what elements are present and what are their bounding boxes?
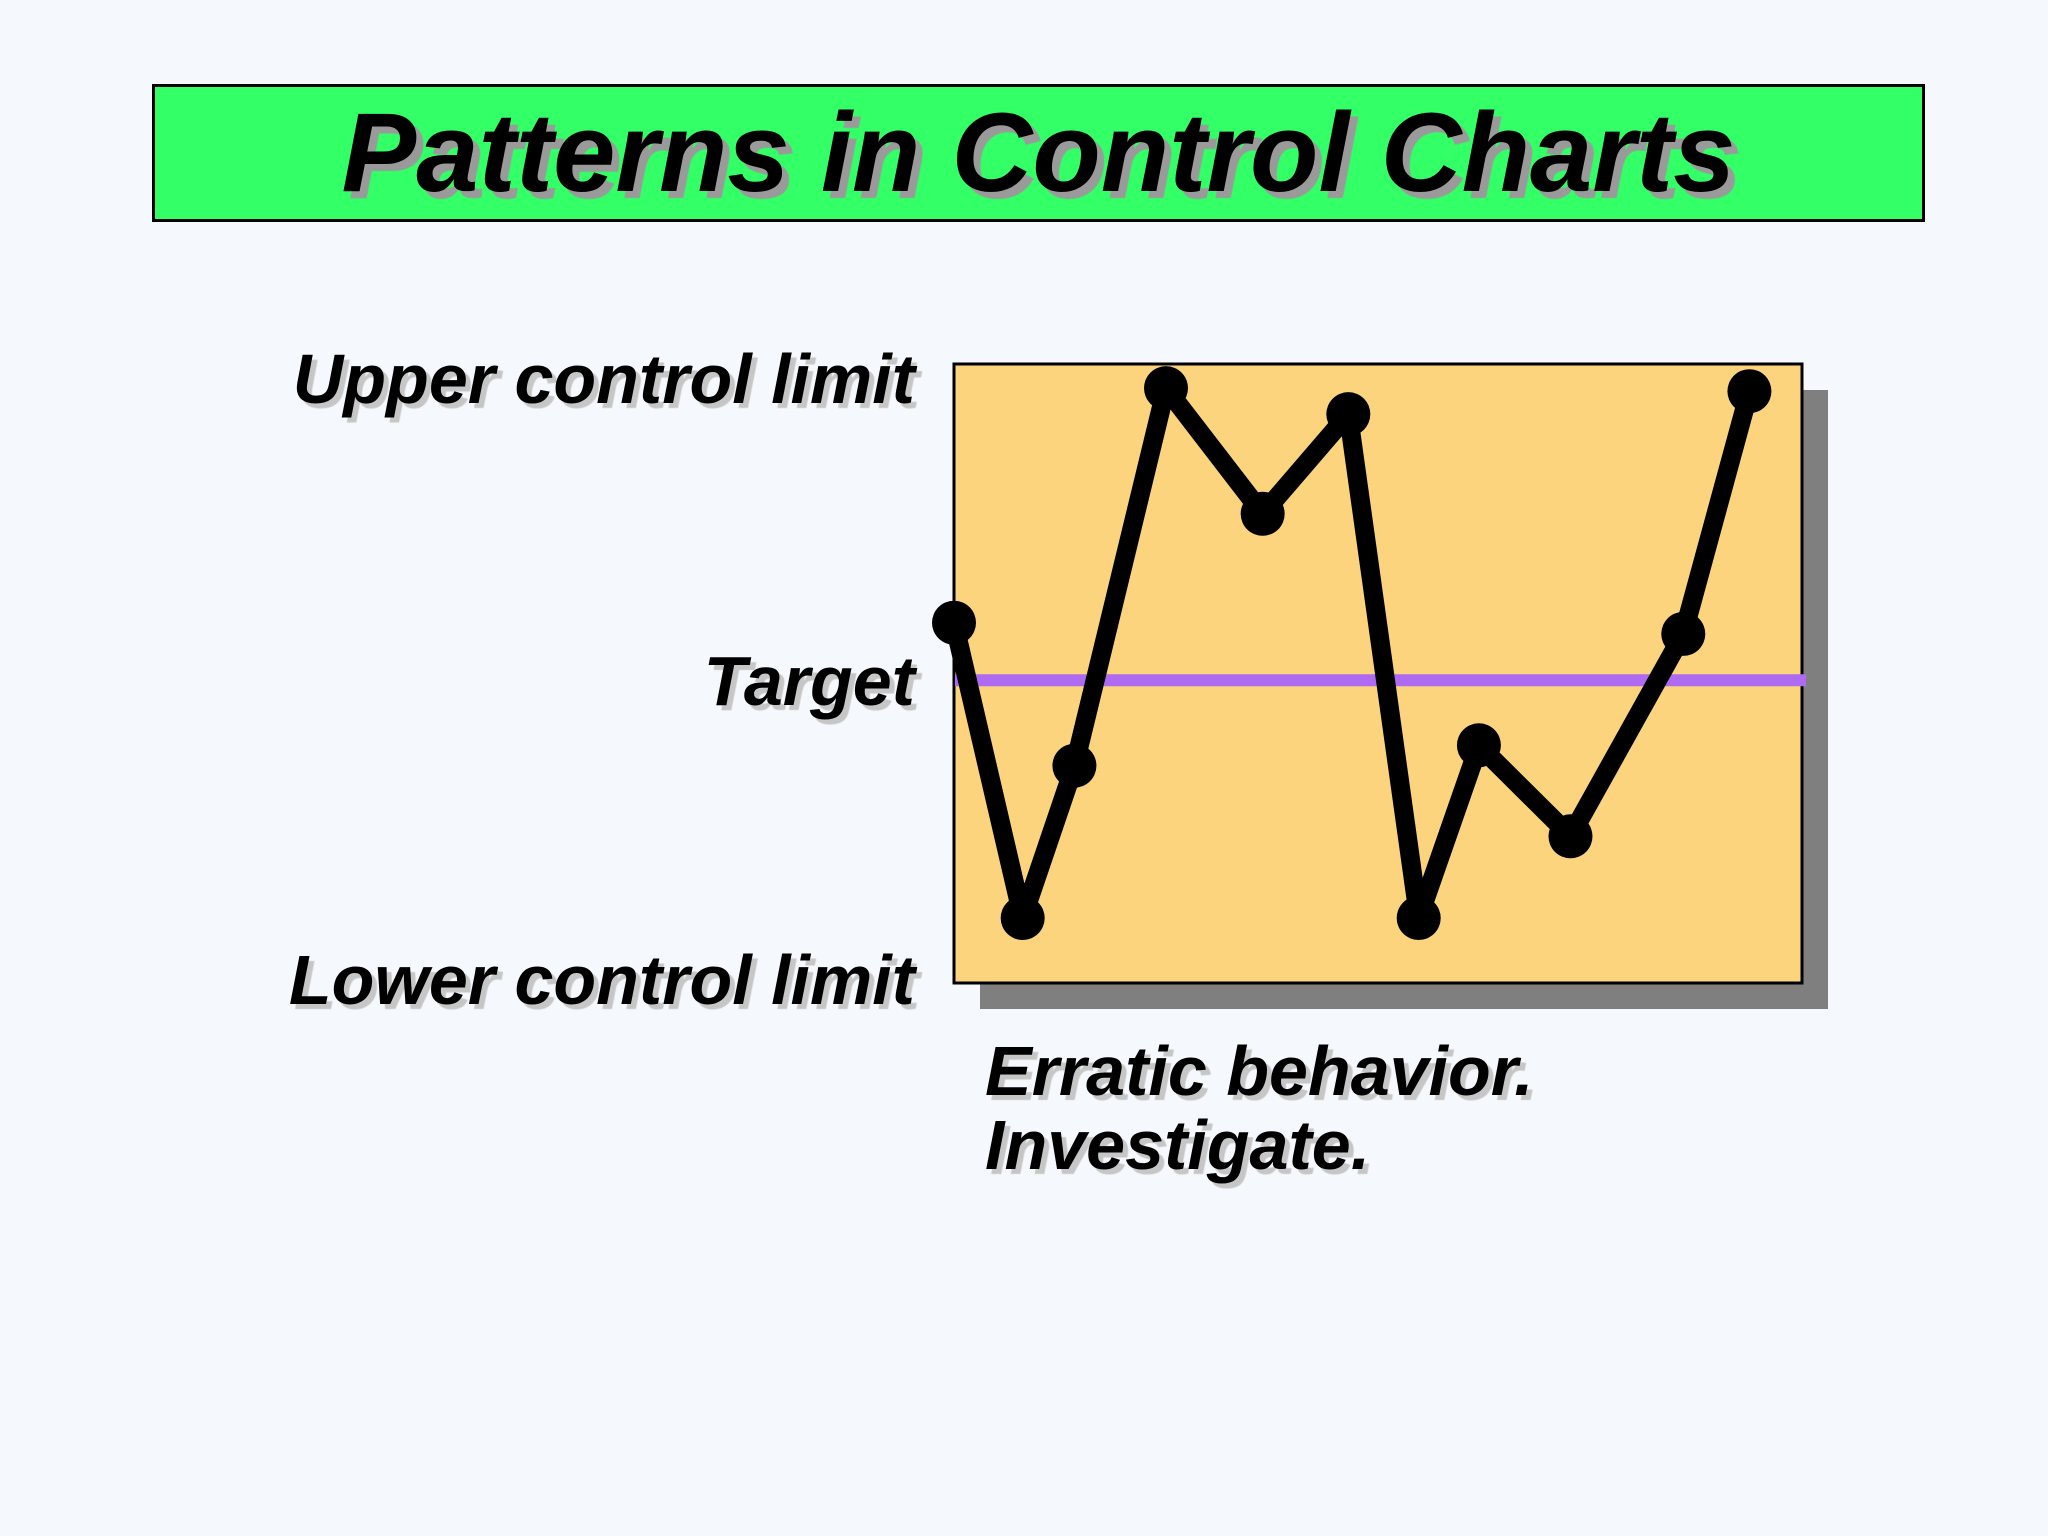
data-point-1: [932, 600, 976, 645]
control-chart: [932, 362, 1828, 1009]
data-point-5: [1240, 491, 1285, 536]
label-lower-control-limit: Lower control limit: [288, 941, 915, 1019]
data-point-9: [1548, 814, 1593, 859]
data-point-4: [1144, 366, 1188, 411]
label-target: Target: [703, 642, 915, 720]
caption-line-2: Investigate.: [985, 1106, 1371, 1184]
page-title: Patterns in Control Charts: [341, 90, 1736, 215]
caption-line-1: Erratic behavior.: [985, 1032, 1534, 1110]
data-point-10: [1661, 611, 1706, 656]
data-point-6: [1326, 392, 1371, 437]
title-banner: Patterns in Control Charts: [152, 84, 1925, 222]
data-point-7: [1396, 896, 1441, 941]
label-upper-control-limit: Upper control limit: [292, 340, 915, 418]
data-points-group: [932, 366, 1772, 941]
data-point-8: [1456, 723, 1501, 768]
data-point-11: [1727, 369, 1772, 414]
chart-caption: Erratic behavior. Investigate.: [985, 1034, 1534, 1182]
data-point-2: [1000, 896, 1045, 941]
data-point-3: [1052, 743, 1097, 788]
